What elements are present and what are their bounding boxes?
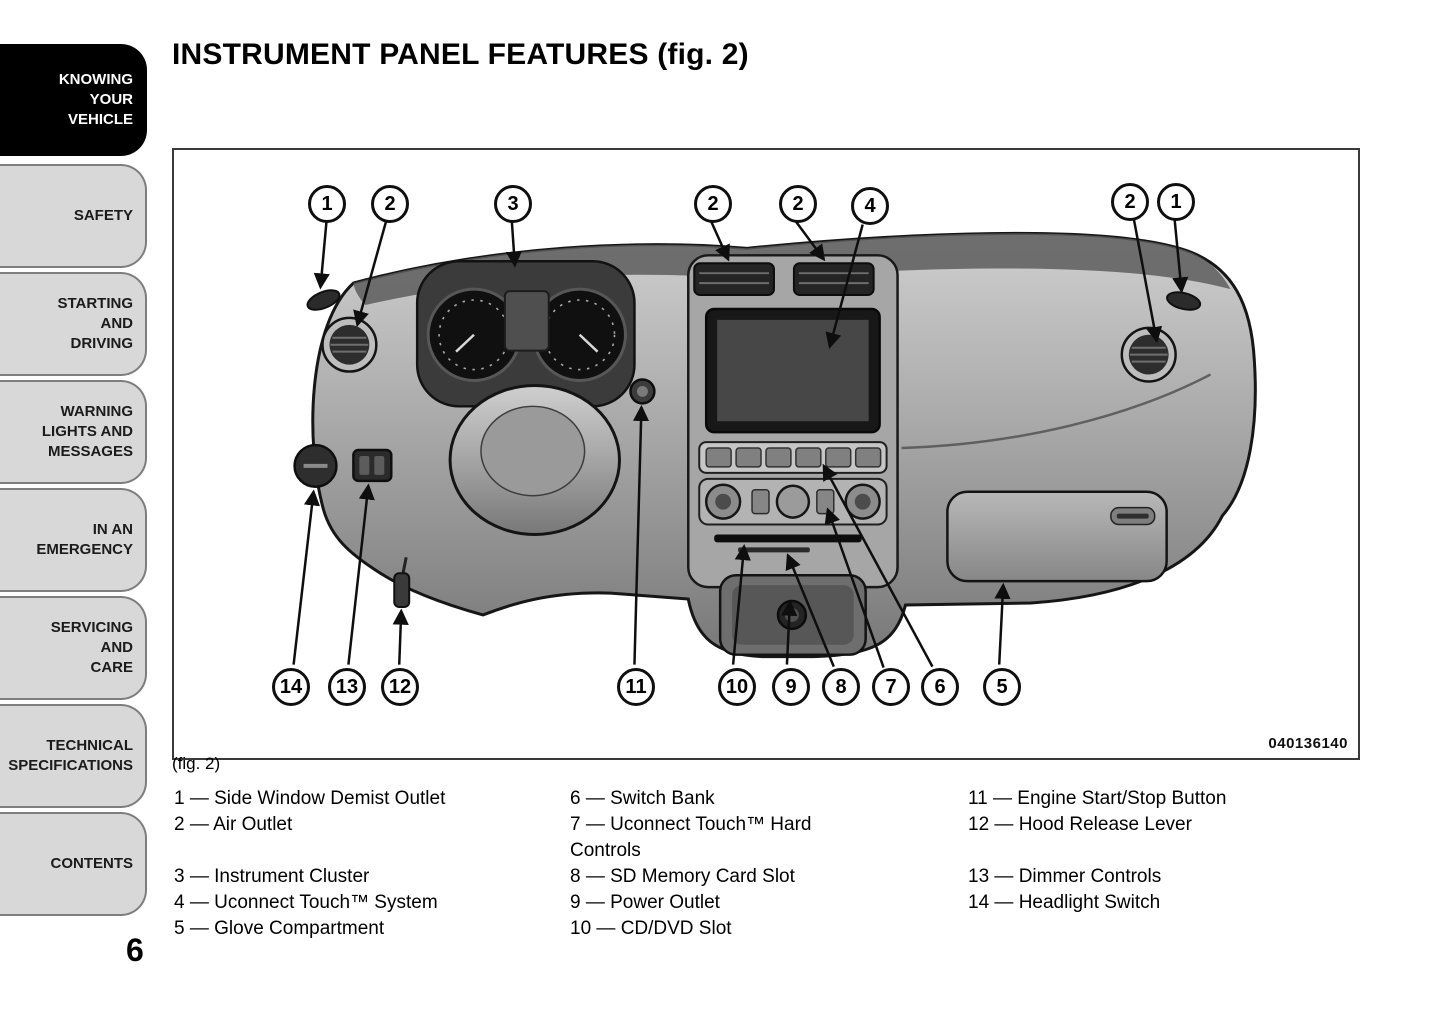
callout-13: 13 bbox=[328, 668, 366, 706]
sidebar-tab-in-an-emergency[interactable]: IN AN EMERGENCY bbox=[0, 488, 147, 592]
legend-item: 4 — Uconnect Touch™ System bbox=[174, 892, 438, 913]
callout-8: 8 bbox=[822, 668, 860, 706]
sidebar-tab-label: WARNING LIGHTS AND MESSAGES bbox=[41, 403, 133, 460]
sidebar-tab-servicing-and-care[interactable]: SERVICING AND CARE bbox=[0, 596, 147, 700]
callout-arrows bbox=[292, 218, 1189, 669]
legend-item: 8 — SD Memory Card Slot bbox=[570, 866, 795, 887]
sidebar-tab-label: STARTING AND DRIVING bbox=[57, 295, 133, 352]
legend-column-3: 11 — Engine Start/Stop Button 12 — Hood … bbox=[968, 786, 1388, 916]
callout-2: 2 bbox=[371, 185, 409, 223]
figure-caption: (fig. 2) bbox=[172, 754, 221, 773]
callout-7: 7 bbox=[872, 668, 910, 706]
figure-code: 040136140 bbox=[1268, 735, 1348, 752]
legend-item: 5 — Glove Compartment bbox=[174, 918, 385, 939]
legend-item: 3 — Instrument Cluster bbox=[174, 866, 370, 887]
sidebar-tab-knowing-your-vehicle[interactable]: KNOWING YOUR VEHICLE bbox=[0, 44, 147, 156]
legend-column-1: 1 — Side Window Demist Outlet 2 — Air Ou… bbox=[174, 786, 534, 942]
sidebar-tab-label: TECHNICAL SPECIFICATIONS bbox=[8, 737, 133, 774]
sidebar-tab-technical-specifications[interactable]: TECHNICAL SPECIFICATIONS bbox=[0, 704, 147, 808]
callout-12: 12 bbox=[381, 668, 419, 706]
sidebar-tab-starting-and-driving[interactable]: STARTING AND DRIVING bbox=[0, 272, 147, 376]
callout-2: 2 bbox=[694, 185, 732, 223]
legend-item: 14 — Headlight Switch bbox=[968, 892, 1161, 913]
figure-legend: (fig. 2) 1 — Side Window Demist Outlet 2… bbox=[172, 754, 1417, 939]
sidebar-tab-contents[interactable]: CONTENTS bbox=[0, 812, 147, 916]
callout-4: 4 bbox=[851, 187, 889, 225]
figure-panel: 1 2 3 2 2 4 2 1 14 13 12 11 10 9 8 7 6 5… bbox=[172, 148, 1360, 760]
sidebar-tab-label: IN AN EMERGENCY bbox=[36, 521, 133, 558]
callout-1: 1 bbox=[1157, 183, 1195, 221]
legend-item: 9 — Power Outlet bbox=[570, 892, 720, 913]
legend-item: 10 — CD/DVD Slot bbox=[570, 918, 732, 939]
legend-column-2: 6 — Switch Bank 7 — Uconnect Touch™ Hard… bbox=[570, 786, 880, 942]
sidebar-tab-safety[interactable]: SAFETY bbox=[0, 164, 147, 268]
legend-item: 6 — Switch Bank bbox=[570, 788, 715, 809]
callout-6: 6 bbox=[921, 668, 959, 706]
legend-item: 1 — Side Window Demist Outlet bbox=[174, 788, 446, 809]
callout-3: 3 bbox=[494, 185, 532, 223]
callout-10: 10 bbox=[718, 668, 756, 706]
page-title: INSTRUMENT PANEL FEATURES (fig. 2) bbox=[172, 38, 749, 71]
legend-item: 11 — Engine Start/Stop Button bbox=[968, 788, 1227, 809]
callout-11: 11 bbox=[617, 668, 655, 706]
sidebar-tab-label: SERVICING AND CARE bbox=[50, 619, 133, 676]
callout-2: 2 bbox=[779, 185, 817, 223]
sidebar-tab-label: SAFETY bbox=[73, 207, 133, 225]
page-number: 6 bbox=[126, 932, 144, 968]
callout-9: 9 bbox=[772, 668, 810, 706]
callout-2: 2 bbox=[1111, 183, 1149, 221]
dashboard-illustration bbox=[292, 218, 1257, 669]
legend-item: 12 — Hood Release Lever bbox=[968, 814, 1192, 835]
legend-item: 13 — Dimmer Controls bbox=[968, 866, 1162, 887]
callout-14: 14 bbox=[272, 668, 310, 706]
sidebar-tab-label: CONTENTS bbox=[50, 855, 134, 873]
sidebar-tab-label: KNOWING YOUR VEHICLE bbox=[58, 71, 133, 128]
legend-item: 7 — Uconnect Touch™ Hard Controls bbox=[570, 814, 812, 861]
legend-item: 2 — Air Outlet bbox=[174, 814, 293, 835]
callout-1: 1 bbox=[308, 185, 346, 223]
callout-5: 5 bbox=[983, 668, 1021, 706]
sidebar-tab-warning-lights-and-messages[interactable]: WARNING LIGHTS AND MESSAGES bbox=[0, 380, 147, 484]
